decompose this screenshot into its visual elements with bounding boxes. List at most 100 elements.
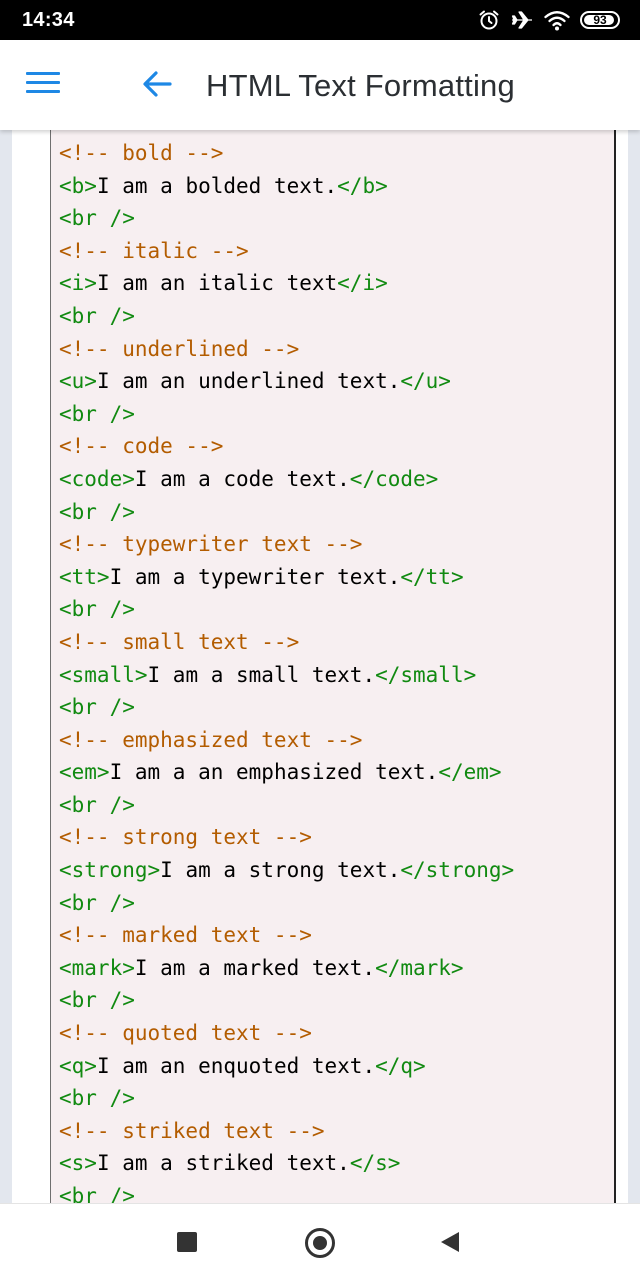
code-line: <!-- code --> bbox=[59, 430, 614, 463]
code-token-tag: </q> bbox=[375, 1053, 426, 1078]
content-area[interactable]: <!-- bold --><b>I am a bolded text.</b><… bbox=[0, 130, 640, 1203]
code-line: <tt>I am a typewriter text.</tt> bbox=[59, 561, 614, 594]
code-token-tag: <br /> bbox=[59, 1184, 135, 1203]
code-line: <!-- italic --> bbox=[59, 235, 614, 268]
code-line: <mark>I am a marked text.</mark> bbox=[59, 952, 614, 985]
code-token-tag: <br /> bbox=[59, 890, 135, 915]
code-line: <!-- marked text --> bbox=[59, 919, 614, 952]
code-block: <!-- bold --><b>I am a bolded text.</b><… bbox=[50, 130, 616, 1203]
code-token-text: I am an enquoted text. bbox=[96, 1053, 376, 1078]
code-token-tag: <em> bbox=[59, 760, 110, 785]
code-token-tag: <br /> bbox=[59, 988, 135, 1013]
code-token-tag: <br /> bbox=[59, 206, 135, 231]
recent-apps-icon[interactable] bbox=[177, 1232, 197, 1252]
code-line: <small>I am a small text.</small> bbox=[59, 659, 614, 692]
code-token-text: I am a striked text. bbox=[96, 1151, 350, 1176]
code-line: <br /> bbox=[59, 398, 614, 431]
alarm-icon bbox=[479, 10, 499, 30]
code-line: <!-- bold --> bbox=[59, 137, 614, 170]
code-line: <i>I am an italic text</i> bbox=[59, 267, 614, 300]
code-token-tag: </s> bbox=[349, 1151, 401, 1176]
code-line: <em>I am a an emphasized text.</em> bbox=[59, 756, 614, 789]
code-token-text: I am a typewriter text. bbox=[109, 564, 401, 589]
status-bar: 14:34 93 bbox=[0, 0, 640, 40]
code-token-tag: <br /> bbox=[59, 597, 135, 622]
code-token-comment: <!-- typewriter text --> bbox=[59, 532, 363, 557]
code-token-tag: </code> bbox=[349, 466, 439, 491]
code-line: <br /> bbox=[59, 593, 614, 626]
code-token-comment: <!-- underlined --> bbox=[59, 336, 300, 361]
code-token-comment: <!-- bold --> bbox=[59, 141, 224, 165]
code-token-text: I am a code text. bbox=[134, 466, 350, 491]
code-line: <br /> bbox=[59, 1180, 614, 1203]
code-token-tag: </b> bbox=[337, 173, 388, 198]
code-token-tag: </small> bbox=[375, 662, 477, 687]
code-token-tag: <br /> bbox=[59, 401, 135, 426]
code-token-comment: <!-- code --> bbox=[59, 434, 224, 459]
code-line: <s>I am a striked text.</s> bbox=[59, 1147, 614, 1180]
code-token-tag: <i> bbox=[59, 271, 97, 296]
code-token-tag: <code> bbox=[59, 466, 135, 491]
code-line: <strong>I am a strong text.</strong> bbox=[59, 854, 614, 887]
status-time: 14:34 bbox=[22, 8, 75, 31]
code-token-tag: <u> bbox=[59, 369, 97, 394]
code-token-tag: <tt> bbox=[59, 564, 110, 589]
code-token-tag: <br /> bbox=[59, 695, 135, 720]
code-token-comment: <!-- small text --> bbox=[59, 629, 300, 654]
back-arrow-icon[interactable] bbox=[140, 66, 176, 102]
code-token-tag: <b> bbox=[59, 173, 97, 198]
code-token-comment: <!-- strong text --> bbox=[59, 825, 312, 850]
code-token-tag: </u> bbox=[400, 369, 451, 394]
code-line: <!-- small text --> bbox=[59, 626, 614, 659]
page-title: HTML Text Formatting bbox=[206, 68, 515, 103]
code-token-comment: <!-- emphasized text --> bbox=[59, 727, 363, 752]
code-token-text: I am a marked text. bbox=[134, 955, 376, 980]
code-line: <!-- underlined --> bbox=[59, 333, 614, 366]
code-token-tag: </tt> bbox=[400, 564, 464, 589]
code-token-comment: <!-- italic --> bbox=[59, 238, 249, 263]
code-token-comment: <!-- striked text --> bbox=[59, 1118, 325, 1143]
code-token-tag: <br /> bbox=[59, 303, 135, 328]
code-line: <br /> bbox=[59, 887, 614, 920]
code-line: <br /> bbox=[59, 789, 614, 822]
code-token-tag: <br /> bbox=[59, 1086, 135, 1111]
code-token-comment: <!-- marked text --> bbox=[59, 923, 312, 948]
code-token-tag: <small> bbox=[59, 662, 148, 687]
code-token-tag: <br /> bbox=[59, 792, 135, 817]
code-line: <!-- quoted text --> bbox=[59, 1017, 614, 1050]
code-token-tag: </em> bbox=[438, 760, 502, 785]
code-token-tag: <br /> bbox=[59, 499, 135, 524]
code-token-tag: </strong> bbox=[400, 858, 515, 883]
battery-level: 93 bbox=[593, 13, 607, 27]
code-token-text: I am a an emphasized text. bbox=[109, 760, 439, 785]
code-token-text: I am a small text. bbox=[147, 662, 376, 687]
code-token-tag: </mark> bbox=[375, 955, 464, 980]
code-line: <u>I am an underlined text.</u> bbox=[59, 365, 614, 398]
code-token-tag: <mark> bbox=[59, 955, 135, 980]
airplane-icon bbox=[511, 11, 532, 29]
code-token-text: I am a bolded text. bbox=[96, 173, 338, 198]
code-token-tag: <strong> bbox=[59, 858, 161, 883]
status-icons: 93 bbox=[478, 9, 620, 31]
code-line: <br /> bbox=[59, 496, 614, 529]
code-line: <br /> bbox=[59, 202, 614, 235]
code-line: <br /> bbox=[59, 300, 614, 333]
code-line: <br /> bbox=[59, 1082, 614, 1115]
battery-fill bbox=[584, 15, 614, 25]
code-line: <br /> bbox=[59, 691, 614, 724]
wifi-icon bbox=[544, 11, 570, 31]
home-icon[interactable] bbox=[305, 1228, 335, 1258]
back-icon[interactable] bbox=[441, 1232, 459, 1252]
code-token-text: I am an italic text bbox=[96, 271, 338, 296]
code-token-text: I am an underlined text. bbox=[96, 369, 401, 394]
battery-icon: 93 bbox=[580, 11, 620, 29]
code-line: <b>I am a bolded text.</b> bbox=[59, 170, 614, 203]
code-line: <br /> bbox=[59, 984, 614, 1017]
app-bar: HTML Text Formatting bbox=[0, 40, 640, 130]
code-token-tag: </i> bbox=[337, 271, 388, 296]
system-navigation-bar bbox=[0, 1203, 640, 1280]
code-line: <!-- strong text --> bbox=[59, 821, 614, 854]
code-token-tag: <s> bbox=[59, 1151, 97, 1176]
hamburger-menu-icon[interactable] bbox=[26, 72, 60, 96]
code-line: <!-- typewriter text --> bbox=[59, 528, 614, 561]
